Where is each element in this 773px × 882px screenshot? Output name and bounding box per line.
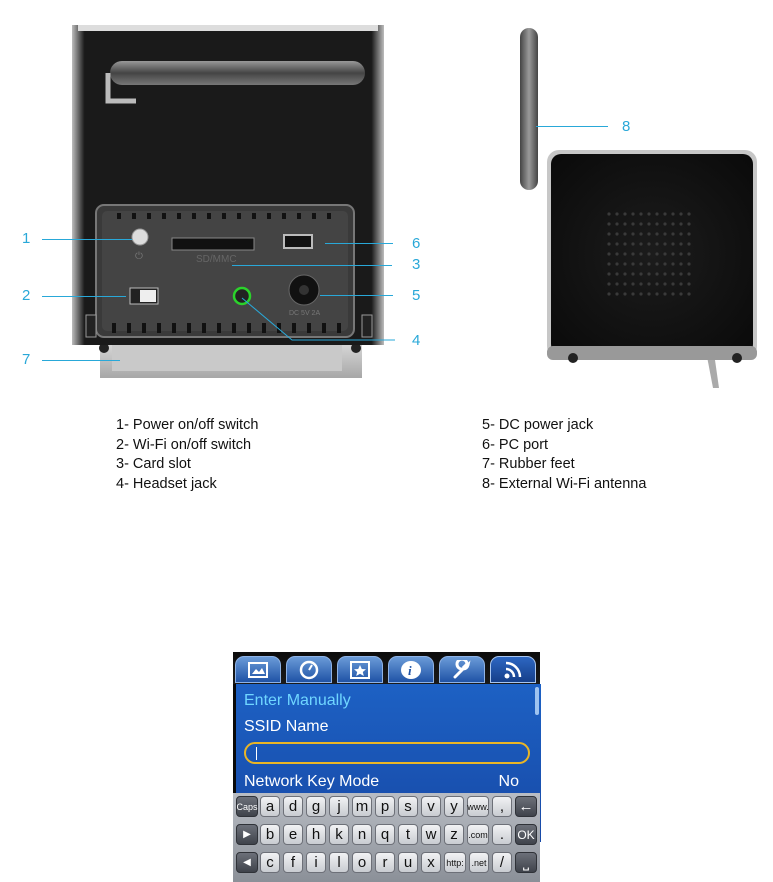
device-front-illustration	[520, 28, 757, 388]
device-front-view	[515, 28, 760, 388]
legend-item: 7- Rubber feet	[482, 456, 575, 472]
key-space[interactable]: ⎵	[515, 852, 537, 873]
tab-info[interactable]: i	[388, 656, 434, 683]
callout-line-1	[42, 239, 132, 240]
key-x[interactable]: x	[421, 852, 441, 873]
callout-8: 8	[622, 118, 631, 135]
tab-wifi[interactable]	[490, 656, 536, 683]
legend-left: 1- Power on/off switch 2- Wi-Fi on/off s…	[116, 416, 258, 494]
device-back-view: ⏻ SD/MMC DC 5V 2A	[72, 25, 384, 380]
key-h[interactable]: h	[306, 824, 326, 845]
callout-line-5	[320, 295, 393, 296]
card-slot-label: SD/MMC	[196, 254, 237, 265]
callout-1: 1	[22, 230, 31, 247]
key-r[interactable]: r	[375, 852, 395, 873]
key-o[interactable]: o	[352, 852, 372, 873]
callout-line-7	[42, 360, 120, 361]
key-caps[interactable]: Caps	[236, 796, 258, 817]
key-f[interactable]: f	[283, 852, 303, 873]
callout-6: 6	[412, 235, 421, 252]
key-comma[interactable]: ,	[492, 796, 512, 817]
legend-item: 8- External Wi-Fi antenna	[482, 475, 647, 492]
key-z[interactable]: z	[444, 824, 464, 845]
key-n[interactable]: n	[352, 824, 372, 845]
key-left-arrow[interactable]: ◀	[236, 852, 258, 873]
network-key-mode-label[interactable]: Network Key Mode	[244, 773, 380, 790]
key-m[interactable]: m	[352, 796, 372, 817]
onscreen-keyboard: Caps a d g j m p s v y www. , ← ▶ b e h …	[233, 793, 540, 882]
svg-text:i: i	[408, 663, 412, 678]
key-q[interactable]: q	[375, 824, 395, 845]
tab-clock[interactable]	[286, 656, 332, 683]
callout-5: 5	[412, 287, 421, 304]
key-t[interactable]: t	[398, 824, 418, 845]
key-p[interactable]: p	[375, 796, 395, 817]
legend-item: 1- Power on/off switch	[116, 417, 259, 433]
scrollbar[interactable]	[535, 687, 539, 715]
wrench-icon	[453, 659, 471, 678]
device-back-illustration: ⏻	[72, 25, 384, 378]
legend-item: 6- PC port	[482, 436, 549, 453]
network-key-mode-value[interactable]: No	[498, 773, 519, 790]
key-dotcom[interactable]: .com	[467, 824, 489, 845]
callout-3: 3	[412, 256, 421, 273]
tab-photo[interactable]	[235, 656, 281, 683]
key-period[interactable]: .	[492, 824, 512, 845]
key-l[interactable]: l	[329, 852, 349, 873]
callout-line-8	[536, 126, 608, 127]
legend-item: 4- Headset jack	[116, 475, 217, 492]
tab-favorites[interactable]	[337, 656, 383, 683]
photo-icon	[248, 661, 268, 678]
key-y[interactable]: y	[444, 796, 464, 817]
key-g[interactable]: g	[306, 796, 326, 817]
key-i[interactable]: i	[306, 852, 326, 873]
info-icon: i	[401, 660, 421, 679]
enter-manually-item[interactable]: Enter Manually	[244, 692, 351, 709]
callout-line-3	[232, 265, 392, 266]
ssid-input[interactable]	[244, 742, 530, 764]
key-right-arrow[interactable]: ▶	[236, 824, 258, 845]
key-c[interactable]: c	[260, 852, 280, 873]
key-b[interactable]: b	[260, 824, 280, 845]
key-a[interactable]: a	[260, 796, 280, 817]
key-s[interactable]: s	[398, 796, 418, 817]
tab-settings[interactable]	[439, 656, 485, 683]
text-caret	[256, 747, 257, 760]
legend-item: 5- DC power jack	[482, 417, 594, 433]
favorites-icon	[350, 660, 370, 679]
key-d[interactable]: d	[283, 796, 303, 817]
ssid-name-label: SSID Name	[244, 718, 329, 735]
clock-icon	[299, 660, 319, 679]
key-w[interactable]: w	[421, 824, 441, 845]
callout-line-4	[241, 297, 395, 341]
key-dotnet[interactable]: .net	[469, 852, 489, 873]
dc-jack-label: DC 5V 2A	[289, 310, 321, 317]
key-j[interactable]: j	[329, 796, 349, 817]
legend-right: 5- DC power jack 6- PC port 7- Rubber fe…	[482, 416, 646, 494]
callout-line-6	[325, 243, 393, 244]
key-ok[interactable]: OK	[515, 824, 537, 845]
key-v[interactable]: v	[421, 796, 441, 817]
key-u[interactable]: u	[398, 852, 418, 873]
wifi-icon	[504, 661, 522, 678]
key-slash[interactable]: /	[492, 852, 512, 873]
key-www[interactable]: www.	[467, 796, 489, 817]
tab-bar: i	[233, 652, 540, 684]
legend-item: 2- Wi-Fi on/off switch	[116, 436, 252, 453]
key-k[interactable]: k	[329, 824, 349, 845]
callout-7: 7	[22, 351, 31, 368]
svg-text:⏻: ⏻	[135, 251, 143, 262]
callout-4: 4	[412, 332, 421, 349]
key-http[interactable]: http:	[444, 852, 466, 873]
legend-item: 3- Card slot	[116, 456, 191, 472]
callout-line-2	[42, 296, 126, 297]
key-e[interactable]: e	[283, 824, 303, 845]
callout-2: 2	[22, 287, 31, 304]
device-screen: i Enter Manually SSID Name Network Key M…	[233, 652, 541, 882]
key-backspace[interactable]: ←	[515, 796, 537, 817]
